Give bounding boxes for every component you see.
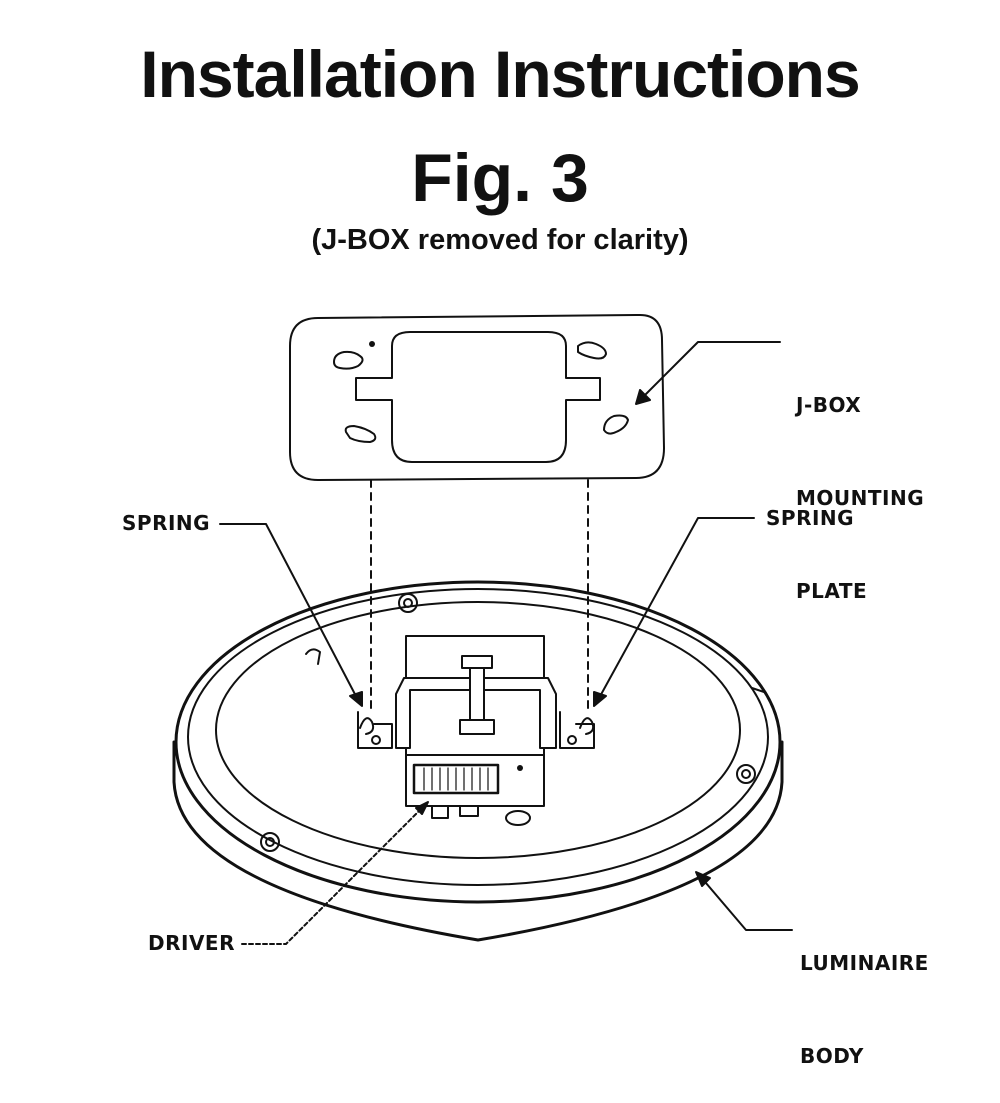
label-driver: DRIVER (148, 931, 235, 955)
installation-diagram (172, 314, 793, 945)
page-title: Installation Instructions (140, 37, 860, 111)
label-line: LUMINAIRE (800, 951, 929, 975)
label-spring-left: SPRING (122, 511, 211, 535)
label-luminaire-body: LUMINAIRE BODY (800, 886, 929, 1103)
figure-subtitle: (J-BOX removed for clarity) (311, 224, 689, 256)
driver-assembly (395, 635, 557, 826)
leader-lines (219, 341, 793, 945)
label-line: PLATE (796, 579, 868, 603)
spring-left (357, 711, 393, 749)
label-spring-right: SPRING (766, 506, 855, 530)
jbox-mounting-plate (289, 314, 665, 481)
label-jbox-mounting-plate: J-BOX MOUNTING PLATE (796, 328, 924, 638)
label-line: J-BOX (796, 393, 862, 417)
label-line: BODY (800, 1044, 864, 1068)
figure-number: Fig. 3 (411, 140, 589, 216)
luminaire-body (172, 580, 784, 942)
label-line: MOUNTING (796, 486, 925, 510)
alignment-lines (370, 479, 589, 711)
spring-right (559, 711, 595, 749)
